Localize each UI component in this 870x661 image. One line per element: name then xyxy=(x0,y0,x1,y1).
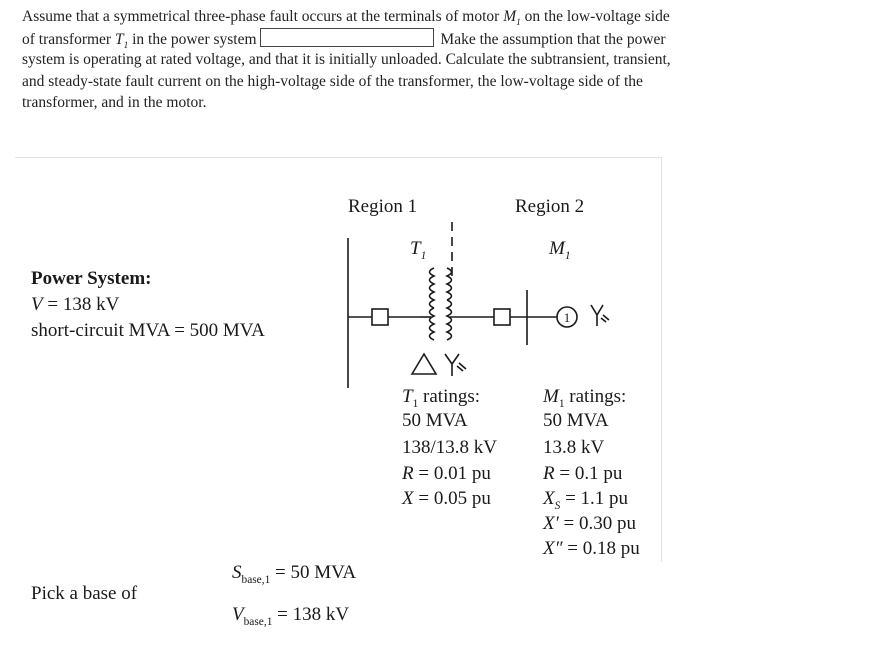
m1-mva: 50 MVA xyxy=(543,410,609,431)
motor-symbol: M1 xyxy=(503,8,521,29)
power-system-title: Power System: xyxy=(31,268,152,289)
m1-x-subtransient: X″ = 0.18 pu xyxy=(543,538,640,559)
power-system-sc-mva: short-circuit MVA = 500 MVA xyxy=(31,320,265,341)
problem-line4: and steady-state fault current on the hi… xyxy=(22,72,643,90)
delta-symbol xyxy=(410,352,438,375)
problem-line1-b: on the low-voltage side xyxy=(524,8,670,25)
m1-label: M1 xyxy=(549,238,571,262)
v-base: Vbase,1 = 138 kV xyxy=(232,604,350,628)
m1-kv: 13.8 kV xyxy=(543,437,605,458)
t1-ratings-head: T1 ratings: xyxy=(402,386,481,410)
transformer-secondary-winding xyxy=(445,299,453,341)
t1-r: R = 0.01 pu xyxy=(402,463,491,484)
problem-line1-a: Assume that a symmetrical three-phase fa… xyxy=(22,8,500,25)
problem-line2-b: in the power system xyxy=(132,30,257,48)
problem-line2-a: of transformer xyxy=(22,30,112,48)
t1-x: X = 0.05 pu xyxy=(402,488,491,509)
power-system-voltage: V = 138 kV xyxy=(31,294,120,315)
problem-line3: system is operating at rated voltage, an… xyxy=(22,51,671,68)
problem-line2-c: Make the assumption that the power xyxy=(440,30,666,48)
motor-number: 1 xyxy=(564,310,571,325)
transformer-symbol: T1 xyxy=(114,30,129,51)
t1-kv: 138/13.8 kV xyxy=(402,437,497,458)
m1-xs: XS = 1.1 pu xyxy=(543,488,629,512)
m1-r: R = 0.1 pu xyxy=(543,463,623,484)
problem-line5: transformer, and in the motor. xyxy=(22,94,207,111)
m1-x-transient: X′ = 0.30 pu xyxy=(543,513,636,534)
motor-circle xyxy=(556,306,578,328)
region-1-label: Region 1 xyxy=(348,196,418,217)
blank-box xyxy=(259,27,434,47)
m1-ratings-head: M1 ratings: xyxy=(543,386,627,410)
breaker-1 xyxy=(371,308,389,326)
problem-statement: Assume that a symmetrical three-phase fa… xyxy=(22,6,762,114)
transformer-primary-winding xyxy=(428,267,436,309)
breaker-2 xyxy=(493,308,511,326)
pick-base-label: Pick a base of xyxy=(31,583,138,604)
t1-label: T1 xyxy=(410,238,427,262)
diagram-frame xyxy=(15,157,662,562)
s-base: Sbase,1 = 50 MVA xyxy=(232,562,357,586)
region-2-label: Region 2 xyxy=(515,196,585,217)
t1-mva: 50 MVA xyxy=(402,410,468,431)
